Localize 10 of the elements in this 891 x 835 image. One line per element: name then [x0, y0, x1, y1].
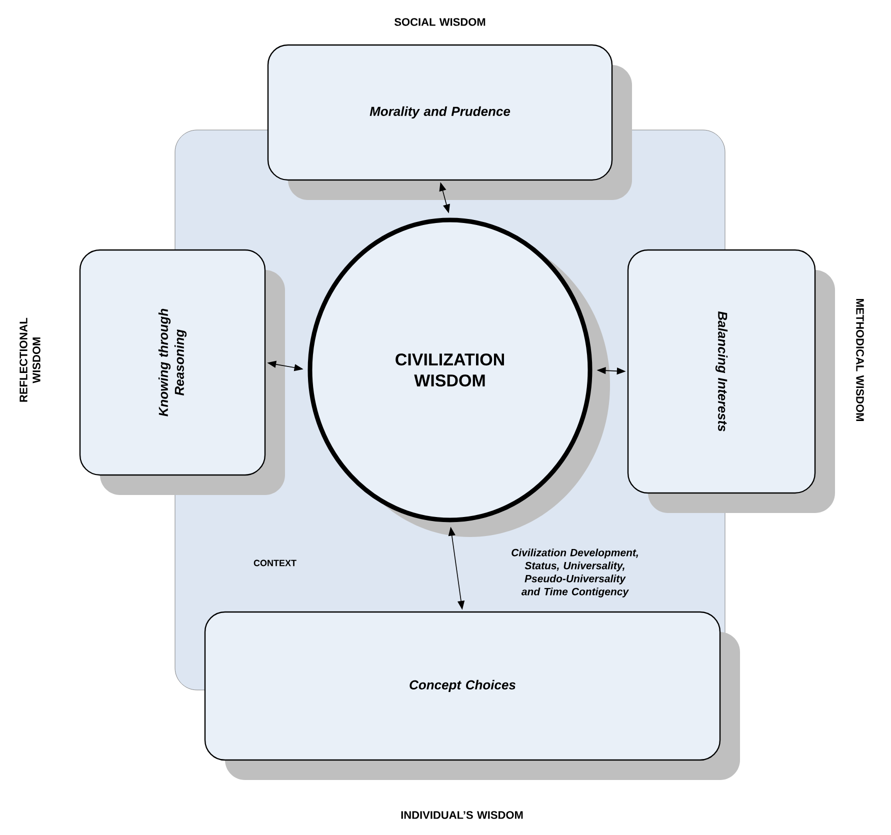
- wisdom-heading: SOCIAL WISDOM: [394, 18, 486, 26]
- wisdom-heading: INDIVIDUAL’S WISDOM: [401, 811, 523, 819]
- wisdom-box: Balancing Interests: [627, 249, 816, 494]
- central-blob: CIVILIZATION WISDOM: [308, 218, 592, 522]
- wisdom-box: Morality and Prudence: [267, 44, 613, 181]
- note-text: Civilization Development, Status, Universality, Pseudo-Universality and Time Contigency: [512, 548, 638, 598]
- wisdom-box: Concept Choices: [204, 611, 721, 761]
- wisdom-heading: METHODICAL WISDOM: [856, 299, 864, 421]
- wisdom-heading: REFLECTIONAL WISDOM: [20, 318, 40, 402]
- wisdom-box: Knowing through Reasoning: [79, 249, 266, 476]
